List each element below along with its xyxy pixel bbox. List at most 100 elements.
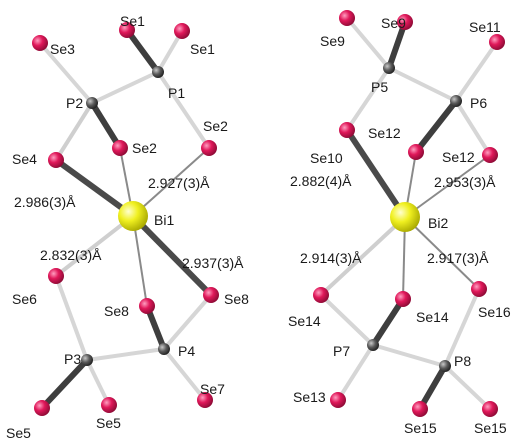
atom-bi1 (118, 201, 148, 231)
bond-se14a-p7 (319, 293, 375, 347)
atom-se14b (395, 291, 411, 307)
label-p6: P6 (470, 95, 487, 111)
label-se16: Se16 (478, 304, 511, 320)
distance-bi2-se12: 2.953(3)Å (434, 174, 496, 190)
atom-se4 (48, 152, 64, 168)
label-se14a: Se14 (288, 313, 321, 329)
bond-bi2-se16 (404, 216, 480, 290)
distance-bi1-se6: 2.832(3)Å (40, 247, 102, 263)
label-se8a: Se8 (104, 303, 129, 319)
atom-p7 (367, 339, 379, 351)
label-se15a: Se15 (404, 420, 437, 436)
bond-p5-p6 (388, 66, 457, 103)
atom-se14a (313, 287, 329, 303)
bond-p8-se15b (443, 364, 492, 411)
atom-se12b (482, 147, 498, 163)
bond-p1-se2b (156, 70, 211, 150)
atom-p2 (86, 97, 98, 109)
bond-p2-se3 (38, 41, 94, 105)
bond-p3-p4 (86, 347, 165, 362)
bond-bi1-se2b (132, 147, 210, 217)
atom-se9a (339, 10, 355, 26)
atom-se8b (203, 287, 219, 303)
atom-p5 (383, 62, 395, 74)
label-se9a: Se9 (320, 33, 345, 49)
bi1-atoms (32, 22, 219, 416)
bi2-atoms (313, 10, 505, 417)
distance-bi1-se4: 2.986(3)Å (14, 194, 76, 210)
bi2-atom-labels: Se9 Se9 Se11 P5 P6 Se10 Se12 Se12 Bi2 Se… (288, 15, 511, 436)
bi1-bonds (38, 28, 214, 411)
atom-se5b (101, 397, 117, 413)
bond-p4-se8b (162, 293, 213, 351)
label-se5b: Se5 (96, 415, 121, 431)
atom-se7 (197, 392, 213, 408)
label-se4: Se4 (12, 151, 37, 167)
bond-p3-se5b (85, 359, 111, 406)
bond-bi2-se14a (319, 215, 407, 297)
label-se10: Se10 (310, 150, 343, 166)
bond-p6-se11 (454, 40, 499, 103)
atom-se5a (34, 400, 50, 416)
atom-se2b (201, 140, 217, 156)
label-se5a: Se5 (6, 425, 31, 441)
bi2-distance-labels: 2.882(4)Å 2.953(3)Å 2.914(3)Å 2.917(3)Å (290, 173, 496, 266)
atom-se13 (330, 392, 346, 408)
bond-bi1-se8b (130, 213, 214, 298)
label-se11: Se11 (469, 19, 501, 35)
bond-bi1-se8a (132, 215, 148, 307)
label-p3: P3 (64, 351, 81, 367)
bi1-atom-labels: Se3 Se1 Se1 P2 P1 Se2 Se2 Se4 Bi1 Se6 Se… (6, 13, 249, 441)
bond-p6-se12a (413, 99, 459, 154)
bond-bi1-se6 (54, 214, 135, 278)
label-p4: P4 (178, 343, 195, 359)
atom-se11 (489, 34, 505, 50)
label-se8b: Se8 (224, 291, 249, 307)
bi2-complex: Se9 Se9 Se11 P5 P6 Se10 Se12 Se12 Bi2 Se… (288, 10, 511, 436)
atom-se10 (339, 122, 355, 138)
label-p1: P1 (168, 85, 185, 101)
label-se2b: Se2 (203, 118, 228, 134)
bond-p6-se12b (454, 99, 492, 157)
bi1-complex: Se3 Se1 Se1 P2 P1 Se2 Se2 Se4 Bi1 Se6 Se… (6, 13, 249, 441)
atom-p1 (152, 66, 164, 78)
atom-se1b (174, 23, 190, 39)
label-se1a: Se1 (120, 13, 145, 29)
atom-se9b (397, 14, 413, 30)
atom-p6 (450, 95, 462, 107)
atom-bi2 (390, 202, 420, 232)
bond-se14b-p7 (370, 297, 406, 347)
label-se7: Se7 (200, 381, 225, 397)
atom-p8 (439, 360, 451, 372)
distance-bi1-se2: 2.927(3)Å (148, 175, 210, 191)
atom-se6 (48, 268, 64, 284)
bond-p7-p8 (372, 343, 446, 368)
distance-bi1-se8: 2.937(3)Å (182, 255, 244, 271)
atom-se15b (482, 401, 498, 417)
bond-p5-se9b (386, 21, 408, 69)
atom-se1a (119, 22, 135, 38)
label-se13: Se13 (293, 389, 326, 405)
atom-se15a (412, 401, 428, 417)
bond-p1-se1a (124, 28, 161, 74)
bond-p2-se4 (54, 101, 94, 162)
distance-bi2-se14: 2.914(3)Å (300, 250, 362, 266)
bi2-bonds (319, 16, 499, 411)
label-se12b: Se12 (442, 149, 475, 165)
atom-se8a (139, 298, 155, 314)
atom-p3 (81, 354, 93, 366)
atom-p4 (158, 343, 170, 355)
label-bi1: Bi1 (154, 212, 174, 228)
atom-se16 (471, 281, 487, 297)
bond-p8-se15a (417, 364, 448, 411)
label-se14b: Se14 (416, 309, 449, 325)
bond-p2-p1 (91, 70, 159, 105)
label-se2a: Se2 (132, 140, 157, 156)
label-bi2: Bi2 (428, 215, 448, 231)
bond-bi2-se10 (344, 128, 408, 219)
bond-p4-se7 (162, 347, 207, 402)
bond-p7-se13 (336, 343, 375, 402)
label-p8: P8 (454, 353, 471, 369)
